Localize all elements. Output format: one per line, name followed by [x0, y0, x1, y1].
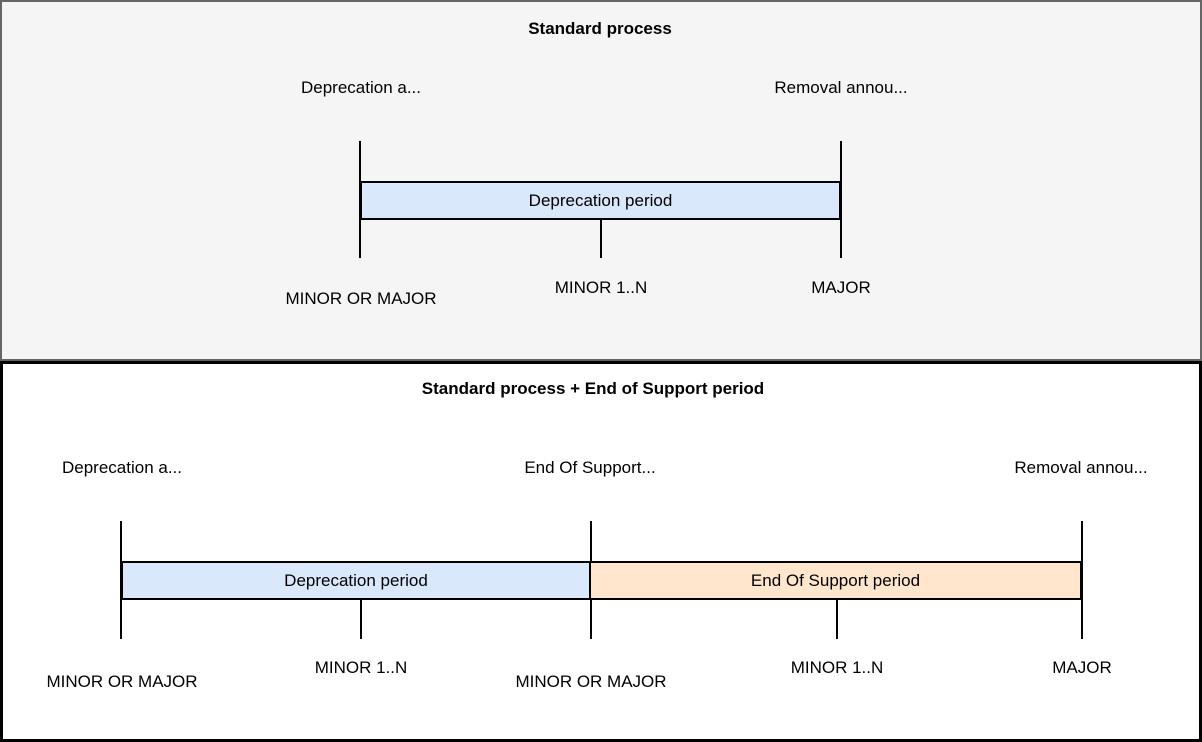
end-of-support-period-bar: End Of Support period — [591, 561, 1082, 600]
milestone-label-major: MAJOR — [1052, 658, 1112, 677]
deprecation-period-bar-label: Deprecation period — [528, 190, 673, 210]
event-label-end-of-support: End Of Support... — [524, 458, 656, 477]
deprecation-period-bar: Deprecation period — [360, 181, 841, 220]
event-label-removal-announcement: Removal annou... — [1014, 458, 1148, 477]
milestone-label-minor-or-major: MINOR OR MAJOR — [515, 672, 667, 691]
timeline-tick-minor-1n — [360, 600, 362, 639]
event-label-deprecation-announcement: Deprecation a... — [61, 458, 183, 477]
timeline-tick-end — [1081, 521, 1083, 639]
milestone-label-minor-1n: MINOR 1..N — [554, 278, 648, 297]
milestone-label-minor-or-major: MINOR OR MAJOR — [46, 672, 198, 691]
deprecation-period-bar: Deprecation period — [121, 561, 591, 600]
event-label-removal-announcement: Removal annou... — [774, 78, 908, 97]
diagram-title: Standard process — [528, 19, 672, 38]
milestone-label-minor-1n: MINOR 1..N — [790, 658, 884, 677]
timeline-tick-end — [840, 141, 842, 258]
diagram-title: Standard process + End of Support period — [421, 379, 765, 398]
milestone-label-major: MAJOR — [811, 278, 871, 297]
timeline-tick-middle — [600, 220, 602, 258]
eos-process-panel — [0, 361, 1202, 742]
milestone-label-minor-1n: MINOR 1..N — [314, 658, 408, 677]
milestone-label-minor-or-major: MINOR OR MAJOR — [285, 289, 437, 308]
standard-process-panel — [0, 0, 1202, 361]
event-label-deprecation-announcement: Deprecation a... — [300, 78, 422, 97]
timeline-tick-minor-1n — [836, 600, 838, 639]
deprecation-period-bar-label: Deprecation period — [284, 570, 428, 590]
end-of-support-period-bar-label: End Of Support period — [750, 570, 921, 590]
